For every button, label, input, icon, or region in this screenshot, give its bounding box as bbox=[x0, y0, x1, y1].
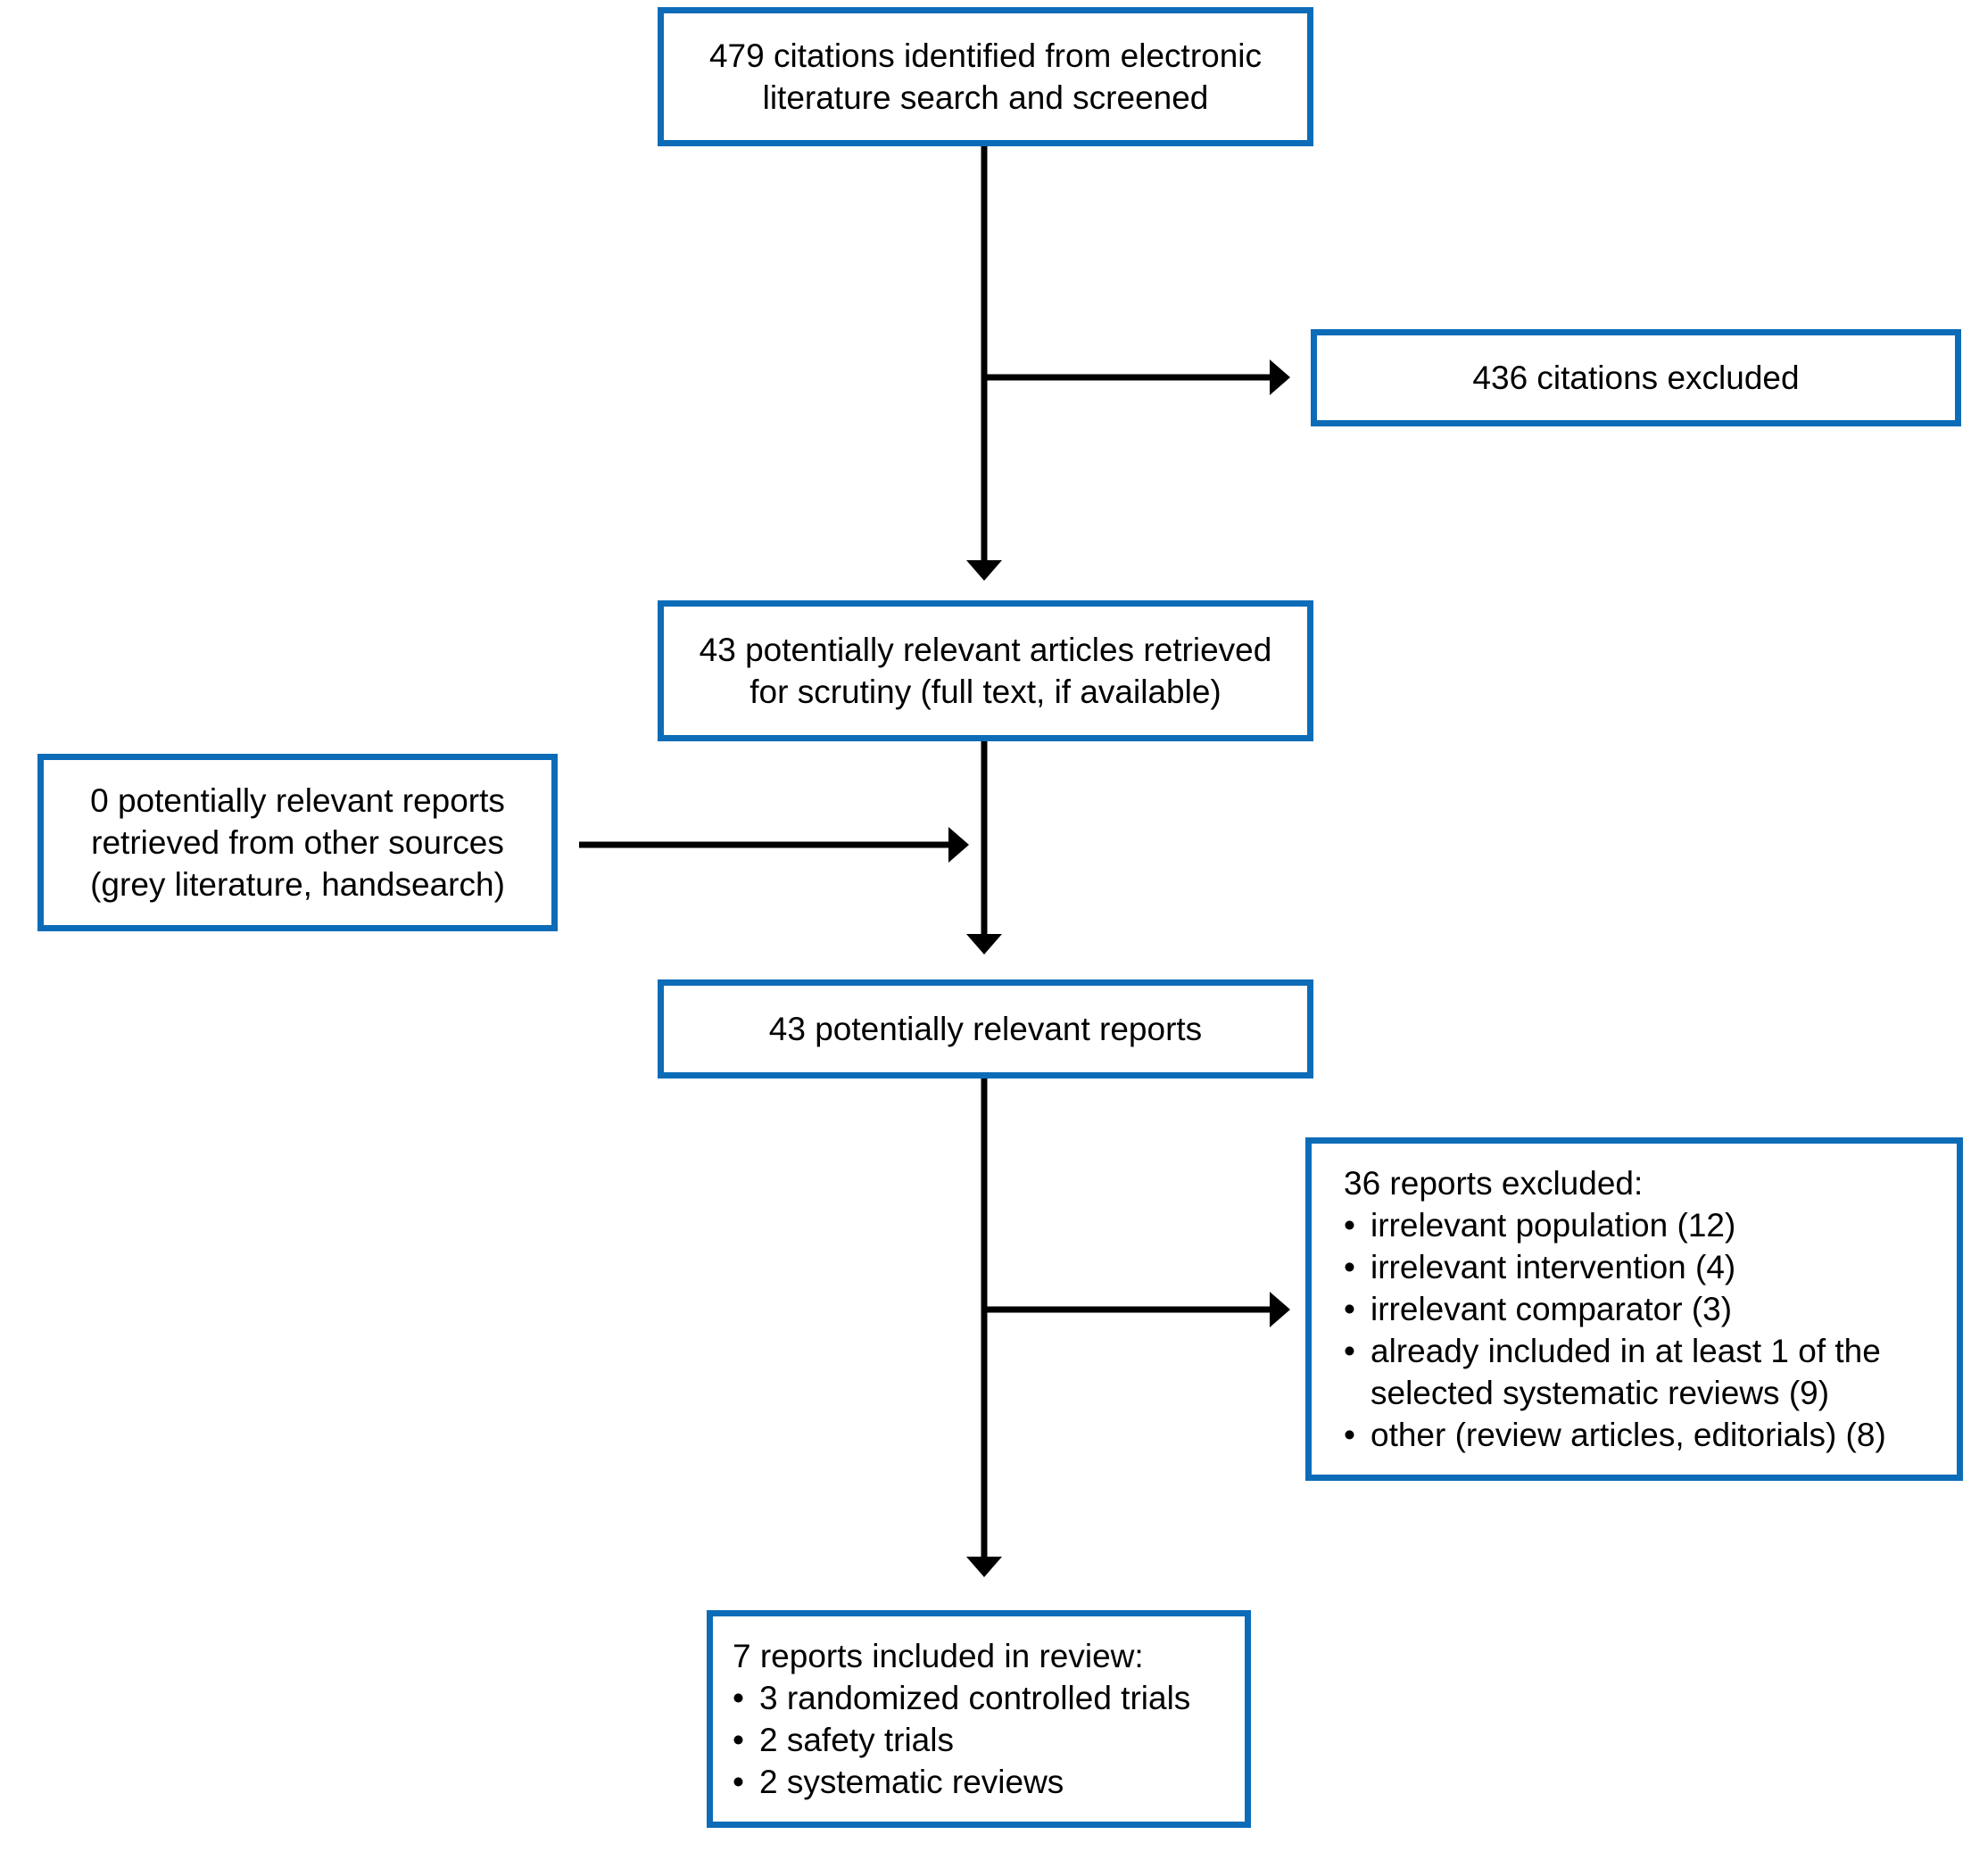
box-heading: 7 reports included in review: bbox=[733, 1638, 1144, 1674]
list-item-text: 2 safety trials bbox=[759, 1722, 954, 1758]
bullet-marker: • bbox=[733, 1764, 744, 1800]
list-item: • 2 systematic reviews bbox=[733, 1761, 1234, 1803]
list-item: • irrelevant comparator (3) bbox=[1344, 1288, 1942, 1330]
arrow-relevant-reports-to-included bbox=[966, 1078, 1002, 1577]
box-text-line: 436 citations excluded bbox=[1472, 359, 1800, 396]
list-item: • 2 safety trials bbox=[733, 1719, 1234, 1761]
arrow-screened-to-retrieved bbox=[966, 146, 1002, 581]
bullet-marker: • bbox=[1344, 1207, 1355, 1244]
bullet-marker: • bbox=[733, 1722, 744, 1758]
box-text-line: retrieved from other sources bbox=[91, 824, 504, 861]
list-item-text: irrelevant population (12) bbox=[1371, 1207, 1736, 1244]
box-citations-excluded: 436 citations excluded bbox=[1311, 329, 1961, 426]
box-reports-excluded: 36 reports excluded: • irrelevant popula… bbox=[1305, 1137, 1963, 1481]
list-item: • irrelevant intervention (4) bbox=[1344, 1246, 1942, 1288]
box-text-line: 0 potentially relevant reports bbox=[90, 782, 505, 819]
list-item-text: irrelevant intervention (4) bbox=[1371, 1249, 1736, 1285]
list-item-text: already included in at least 1 of the bbox=[1371, 1333, 1881, 1369]
arrow-to-reports-excluded bbox=[984, 1292, 1290, 1327]
arrow-retrieved-to-relevant-reports bbox=[966, 741, 1002, 955]
box-text-line: 479 citations identified from electronic bbox=[708, 37, 1263, 74]
list-item-text: selected systematic reviews (9) bbox=[1371, 1375, 1830, 1411]
bullet-marker: • bbox=[1344, 1249, 1355, 1285]
box-text-line: for scrutiny (full text, if available) bbox=[749, 674, 1222, 710]
arrow-other-sources-to-relevant-reports bbox=[579, 827, 969, 863]
bullet-marker: • bbox=[1344, 1291, 1355, 1327]
bullet-marker: • bbox=[1344, 1417, 1355, 1453]
included-reports-list: • 3 randomized controlled trials • 2 saf… bbox=[733, 1677, 1234, 1803]
list-item-text: irrelevant comparator (3) bbox=[1371, 1291, 1733, 1327]
list-item: • other (review articles, editorials) (8… bbox=[1344, 1414, 1942, 1456]
arrow-to-citations-excluded bbox=[984, 359, 1290, 395]
box-citations-screened: 479 citations identified from electronic… bbox=[658, 7, 1313, 146]
box-reports-included: 7 reports included in review: • 3 random… bbox=[707, 1610, 1251, 1828]
list-item-text: 3 randomized controlled trials bbox=[759, 1680, 1191, 1716]
list-item: • irrelevant population (12) bbox=[1344, 1204, 1942, 1246]
box-heading: 36 reports excluded: bbox=[1344, 1165, 1644, 1202]
bullet-marker: • bbox=[733, 1680, 744, 1716]
list-item: • already included in at least 1 of the … bbox=[1344, 1330, 1942, 1414]
box-text-line: 43 potentially relevant articles retriev… bbox=[699, 632, 1272, 668]
box-relevant-reports: 43 potentially relevant reports bbox=[658, 979, 1313, 1078]
box-text-line: 43 potentially relevant reports bbox=[768, 1011, 1203, 1047]
box-other-sources: 0 potentially relevant reports retrieved… bbox=[37, 754, 558, 931]
box-text-line: (grey literature, handsearch) bbox=[90, 866, 505, 903]
list-item: • 3 randomized controlled trials bbox=[733, 1677, 1234, 1719]
list-item-text: 2 systematic reviews bbox=[759, 1764, 1064, 1800]
exclusion-reasons-list: • irrelevant population (12) • irrelevan… bbox=[1344, 1204, 1942, 1456]
bullet-marker: • bbox=[1344, 1333, 1355, 1369]
list-item-text: other (review articles, editorials) (8) bbox=[1371, 1417, 1886, 1453]
box-text-line: literature search and screened bbox=[762, 79, 1209, 116]
box-articles-retrieved: 43 potentially relevant articles retriev… bbox=[658, 600, 1313, 741]
